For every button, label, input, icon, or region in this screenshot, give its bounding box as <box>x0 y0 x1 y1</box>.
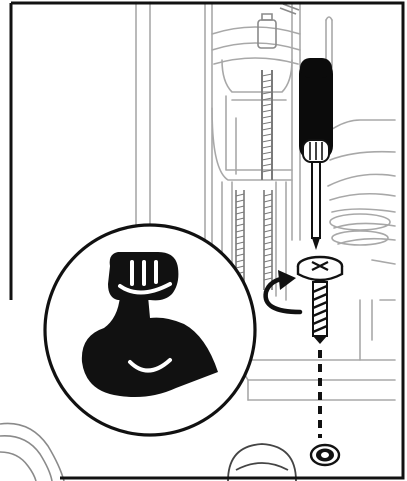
rotate-arrow-icon <box>266 270 300 312</box>
rod-top-fitting <box>258 4 299 48</box>
threaded-rod-lower-right <box>264 190 272 290</box>
screw-icon <box>298 257 342 344</box>
screwdriver-icon <box>300 58 332 250</box>
bowl-rim <box>0 423 64 481</box>
screw-hole-icon <box>311 445 339 465</box>
strength-badge <box>45 225 255 435</box>
drain-cup <box>228 444 296 481</box>
threaded-rod-upper <box>262 70 272 180</box>
